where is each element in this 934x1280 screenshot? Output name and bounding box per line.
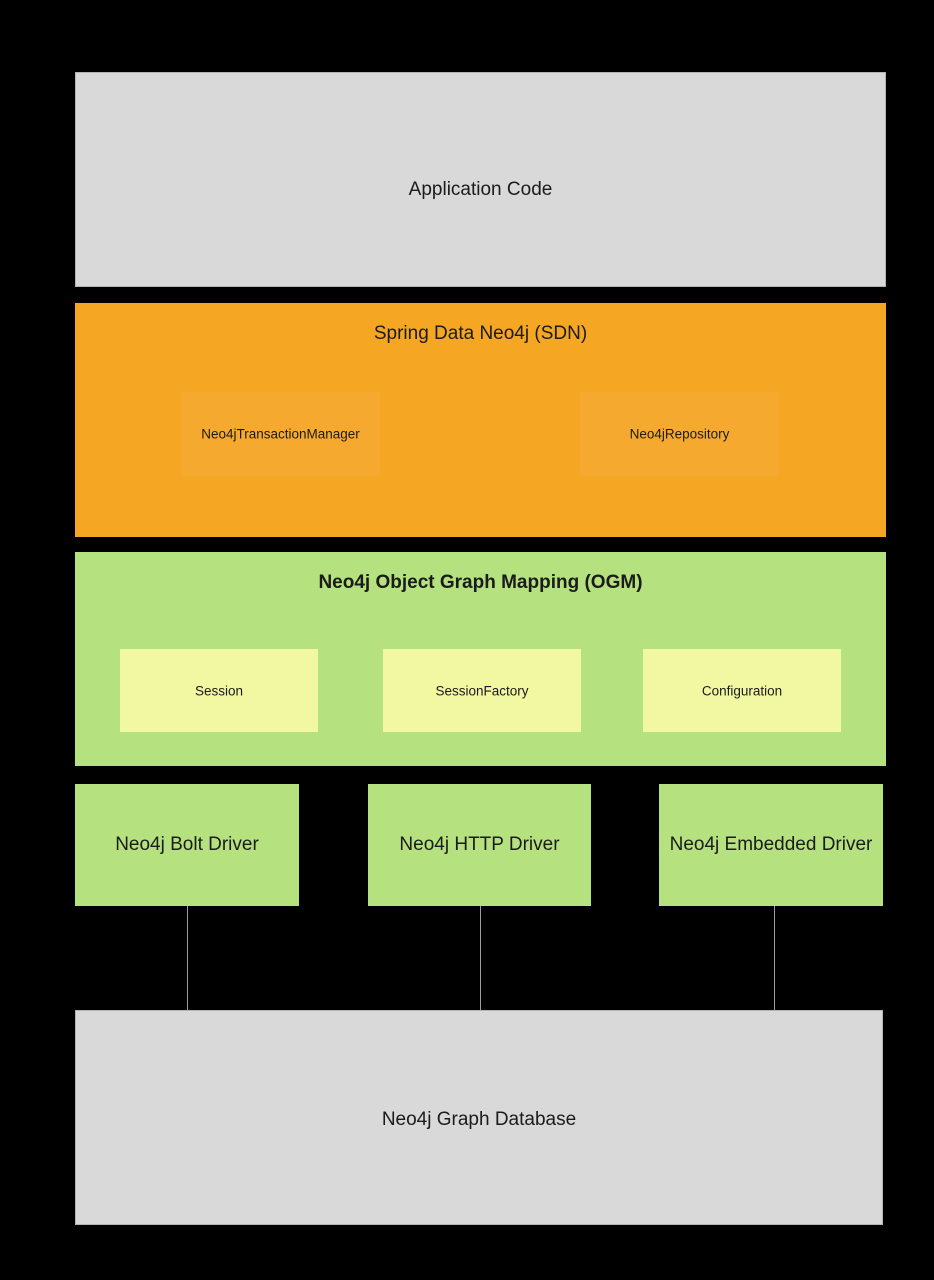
component-neo4j-repository[interactable]: Neo4jRepository	[580, 392, 779, 476]
layer-neo4j-graph-database[interactable]: Neo4j Graph Database	[75, 1010, 883, 1225]
neo4j-graph-database-label: Neo4j Graph Database	[381, 1109, 577, 1130]
connector-embedded-driver-to-database	[774, 906, 775, 1010]
connector-http-driver-to-database	[480, 906, 481, 1010]
node-neo4j-embedded-driver[interactable]: Neo4j Embedded Driver	[659, 784, 883, 906]
layer-application-code[interactable]: Application Code	[75, 72, 886, 287]
ogm-title: Neo4j Object Graph Mapping (OGM)	[318, 572, 643, 593]
neo4j-repository-label: Neo4jRepository	[629, 426, 730, 442]
component-session-factory[interactable]: SessionFactory	[383, 649, 581, 732]
session-label: Session	[194, 683, 244, 698]
connector-bolt-driver-to-database	[187, 906, 188, 1010]
component-session[interactable]: Session	[120, 649, 318, 732]
neo4j-embedded-driver-label: Neo4j Embedded Driver	[669, 834, 873, 855]
neo4j-bolt-driver-label: Neo4j Bolt Driver	[115, 834, 259, 855]
application-code-label: Application Code	[408, 179, 553, 200]
sdn-title: Spring Data Neo4j (SDN)	[373, 323, 588, 344]
layer-neo4j-ogm[interactable]: Neo4j Object Graph Mapping (OGM) Session…	[75, 552, 886, 766]
node-neo4j-http-driver[interactable]: Neo4j HTTP Driver	[368, 784, 591, 906]
configuration-label: Configuration	[701, 683, 783, 698]
component-neo4j-transaction-manager[interactable]: Neo4jTransactionManager	[181, 392, 380, 476]
component-configuration[interactable]: Configuration	[643, 649, 841, 732]
neo4j-http-driver-label: Neo4j HTTP Driver	[399, 834, 560, 855]
layer-spring-data-neo4j[interactable]: Spring Data Neo4j (SDN) Neo4jTransaction…	[75, 303, 886, 537]
neo4j-transaction-manager-label: Neo4jTransactionManager	[201, 426, 360, 442]
session-factory-label: SessionFactory	[435, 683, 529, 698]
node-neo4j-bolt-driver[interactable]: Neo4j Bolt Driver	[75, 784, 299, 906]
